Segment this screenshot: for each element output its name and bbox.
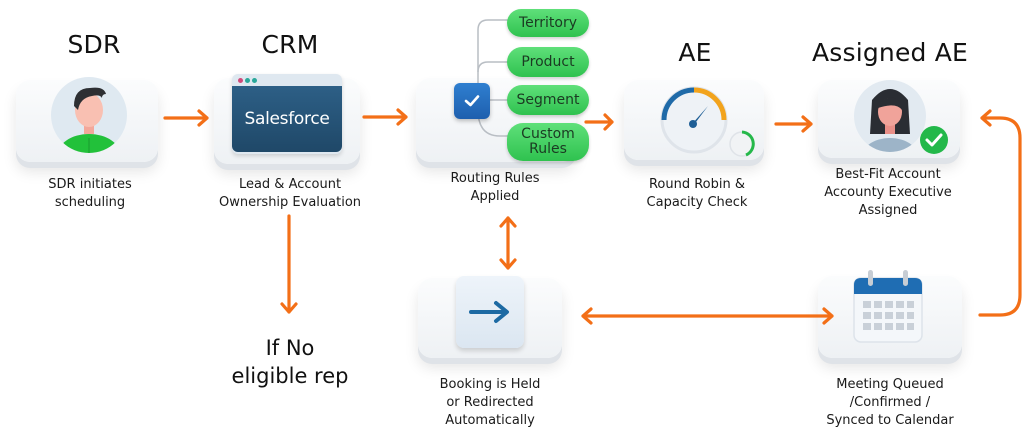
meeting-card [818,270,962,358]
rule-pill-product: Product [507,47,589,77]
sdr-card [16,77,158,162]
crm-heading: CRM [261,30,319,59]
arrow-crm-to-fallback [280,214,298,314]
calendar-icon [853,270,923,343]
salesforce-window-icon: Salesforce [232,74,342,154]
assigned-ae-heading: Assigned AE [811,38,969,67]
checkbox-check-icon [454,83,490,119]
arrow-sdr-to-crm [163,109,209,127]
window-dot-teal [245,78,250,83]
no-eligible-rep-label: If No eligible rep [231,336,349,388]
gauge-icon [660,86,755,157]
arrow-routing-booking [499,216,517,270]
rule-pill-segment: Segment [507,85,589,115]
arrow-crm-to-routing [362,108,408,126]
booking-caption: Booking is Held or Redirected Automatica… [439,377,541,428]
arrow-routing-to-ae [584,113,614,131]
window-dot-red [238,78,243,83]
booking-card [418,276,562,358]
arrow-right-icon [456,276,524,348]
meeting-caption: Meeting Queued /Confirmed / Synced to Ca… [826,377,954,428]
ae-card [624,80,764,160]
sdr-avatar-icon [51,77,127,153]
crm-caption: Lead & Account Ownership Evaluation [218,177,362,210]
ae-avatar-check-icon [854,80,948,154]
crm-card: Salesforce [214,74,360,164]
sdr-heading: SDR [67,30,121,59]
window-dot-teal-2 [252,78,257,83]
ae-caption: Round Robin & Capacity Check [646,177,748,210]
sdr-caption: SDR initiates scheduling [48,177,132,210]
rule-pill-custom-rules: Custom Rules [507,123,589,161]
ae-heading: AE [678,38,712,67]
arrow-ae-to-assigned [774,115,813,133]
arrow-booking-meeting [581,307,834,325]
routing-caption: Routing Rules Applied [450,171,540,204]
salesforce-window-body: Salesforce [232,86,342,152]
rule-pill-territory: Territory [507,9,589,37]
salesforce-label: Salesforce [244,109,330,129]
assigned-ae-caption: Best-Fit Account Accounty Executive Assi… [824,167,952,218]
arrow-meeting-to-assigned [978,109,1022,317]
assigned-ae-card [818,80,960,158]
